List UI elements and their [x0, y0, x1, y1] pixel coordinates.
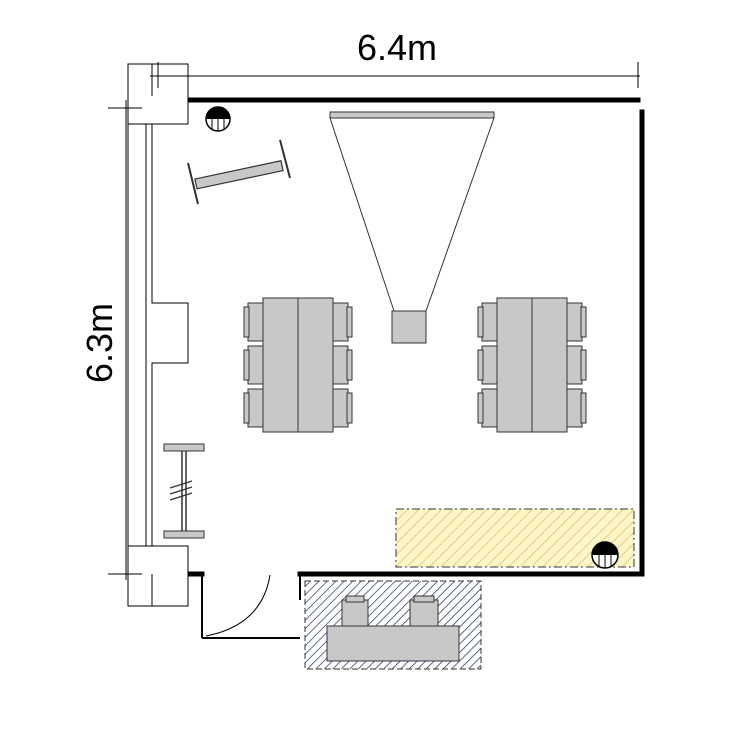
- bench: [187, 139, 291, 205]
- projector: [391, 310, 427, 344]
- reception-desk-zone: [304, 580, 482, 670]
- projector-group: [329, 111, 495, 344]
- column-marker-top-left: [205, 106, 231, 132]
- hatched-zone: [395, 508, 635, 568]
- window-frame: [127, 63, 189, 607]
- chair: [243, 388, 264, 428]
- table-group-right: [477, 297, 587, 433]
- table-group-left: [243, 297, 353, 433]
- chair: [566, 388, 587, 428]
- height-dimension: 6.3m: [79, 100, 142, 580]
- projector-beam: [329, 117, 495, 312]
- door-swing: [201, 574, 301, 639]
- chair: [566, 345, 587, 385]
- chair: [332, 388, 353, 428]
- height-dimension-label: 6.3m: [79, 303, 120, 383]
- chair: [566, 302, 587, 342]
- whiteboard-stand: [163, 443, 205, 539]
- chair: [477, 345, 498, 385]
- chair: [332, 302, 353, 342]
- width-dimension: 6.4m: [150, 27, 640, 88]
- chair: [243, 345, 264, 385]
- chair: [409, 595, 439, 627]
- chair: [332, 345, 353, 385]
- chair: [477, 302, 498, 342]
- width-dimension-label: 6.4m: [357, 27, 437, 68]
- projection-screen: [329, 111, 495, 119]
- chair: [477, 388, 498, 428]
- chair: [341, 595, 369, 627]
- reception-desk: [326, 625, 460, 662]
- room-walls: [187, 97, 645, 577]
- column-marker-bottom-right: [591, 541, 619, 569]
- chair: [243, 302, 264, 342]
